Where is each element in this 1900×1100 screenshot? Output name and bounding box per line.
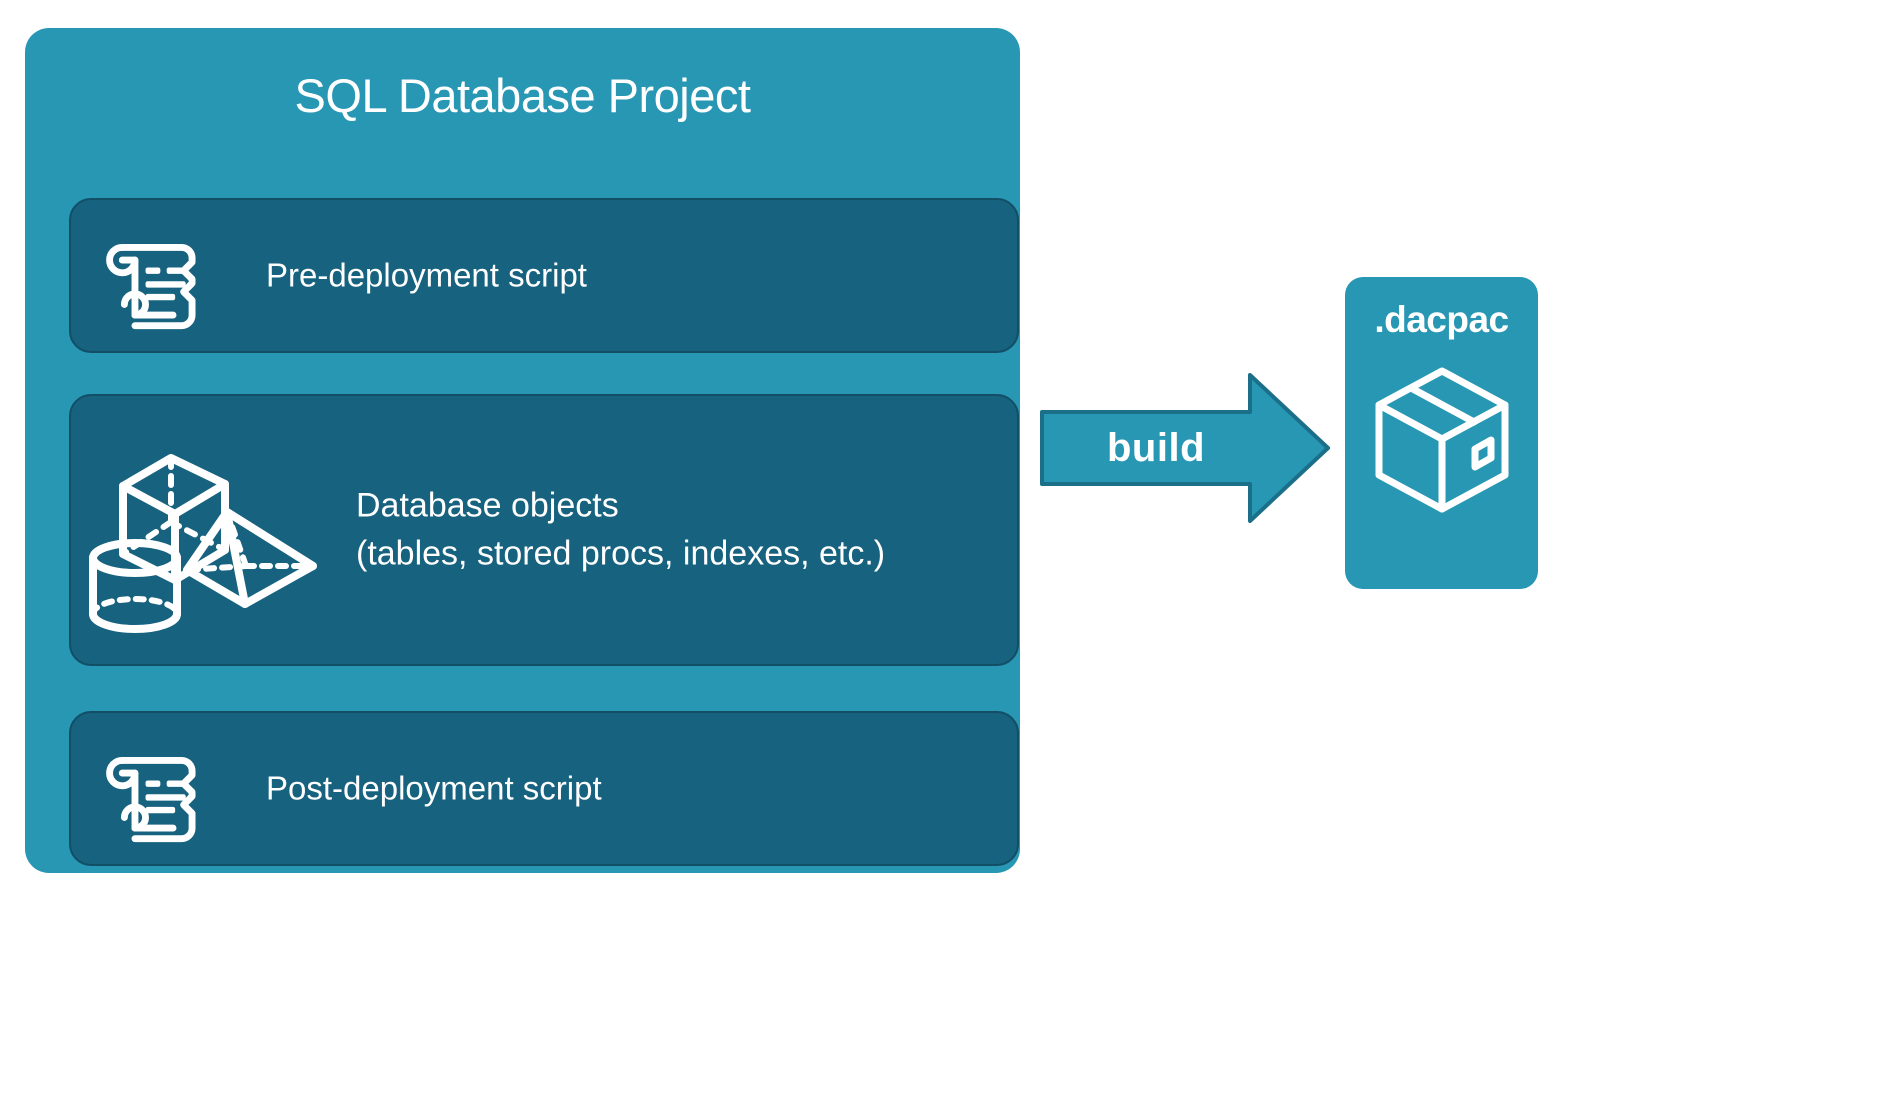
sql-database-project-panel: SQL Database Project xyxy=(25,28,1020,873)
build-arrow-icon xyxy=(1040,372,1330,524)
dacpac-output-panel: .dacpac xyxy=(1345,277,1538,589)
project-panel-title: SQL Database Project xyxy=(294,69,751,122)
post-deployment-script-label: Post-deployment script xyxy=(266,769,602,807)
database-objects-card[interactable]: Database objects (tables, stored procs, … xyxy=(69,394,1019,666)
package-box-icon xyxy=(1371,365,1513,515)
3d-shapes-icon xyxy=(83,418,333,646)
pre-deployment-script-card[interactable]: Pre-deployment script xyxy=(69,198,1019,353)
pre-deployment-script-label: Pre-deployment script xyxy=(266,256,587,294)
database-objects-label: Database objects (tables, stored procs, … xyxy=(356,486,886,573)
scroll-icon xyxy=(89,222,219,332)
post-deployment-script-card[interactable]: Post-deployment script xyxy=(69,711,1019,866)
dacpac-title: .dacpac xyxy=(1374,299,1509,340)
scroll-icon xyxy=(89,735,219,845)
